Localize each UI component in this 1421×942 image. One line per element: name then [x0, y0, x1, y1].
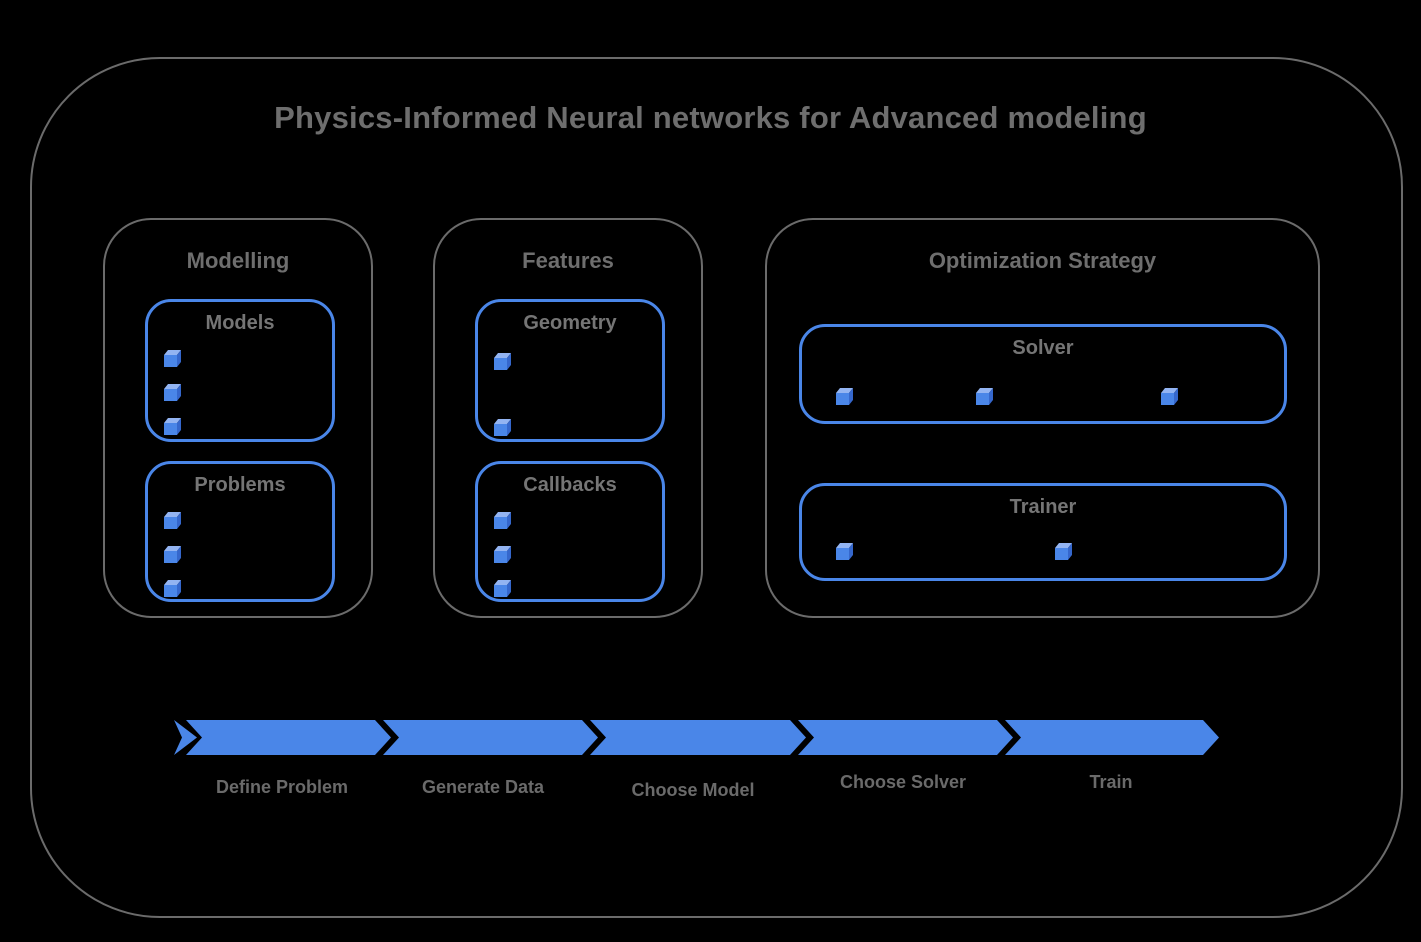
- page-title: Physics-Informed Neural networks for Adv…: [274, 100, 1147, 135]
- cube-icon: [163, 579, 181, 597]
- cube-list: [493, 511, 511, 597]
- cube-list: [802, 486, 1284, 578]
- cube-list: [163, 349, 181, 435]
- group-callbacks-title: Callbacks: [523, 474, 617, 496]
- group-trainer-title: Trainer: [1009, 496, 1077, 518]
- cube-icon: [493, 352, 511, 370]
- group-solver-title: Solver: [1012, 337, 1074, 359]
- cube-icon: [835, 542, 853, 560]
- cube-icon: [163, 545, 181, 563]
- workflow-step-label-train: Train: [1089, 772, 1133, 792]
- cube-icon: [493, 579, 511, 597]
- cube-icon: [163, 511, 181, 529]
- workflow-arrow: [174, 720, 1219, 755]
- group-models-title: Models: [205, 312, 275, 334]
- cube-icon: [163, 349, 181, 367]
- group-problems-title: Problems: [194, 474, 286, 496]
- section-modelling: Modelling Models Problems: [103, 218, 373, 618]
- section-optimization-strategy-title: Optimization Strategy: [928, 248, 1157, 273]
- group-solver: Solver: [799, 324, 1287, 424]
- cube-icon: [975, 387, 993, 405]
- workflow-arrow-start-chevron: [174, 720, 197, 755]
- group-geometry: Geometry: [475, 299, 665, 442]
- workflow-arrow-segment: [1005, 720, 1219, 755]
- group-geometry-title: Geometry: [523, 312, 617, 334]
- cube-icon: [835, 387, 853, 405]
- diagram-outer-border: [30, 57, 1403, 918]
- group-models: Models: [145, 299, 335, 442]
- group-trainer: Trainer: [799, 483, 1287, 581]
- section-modelling-title: Modelling: [186, 248, 290, 273]
- cube-icon: [493, 511, 511, 529]
- workflow-step-label-generate-data: Generate Data: [421, 777, 545, 797]
- cube-icon: [493, 418, 511, 436]
- group-problems: Problems: [145, 461, 335, 602]
- group-callbacks: Callbacks: [475, 461, 665, 602]
- cube-list: [802, 327, 1284, 421]
- cube-list: [493, 352, 511, 436]
- workflow-arrow-segment: [590, 720, 806, 755]
- cube-icon: [1054, 542, 1072, 560]
- workflow-arrow-segment: [383, 720, 598, 755]
- cube-icon: [493, 545, 511, 563]
- workflow-step-label-choose-solver: Choose Solver: [839, 772, 967, 792]
- cube-icon: [163, 417, 181, 435]
- section-features: Features Geometry Callbacks: [433, 218, 703, 618]
- workflow-step-label-choose-model: Choose Model: [631, 780, 755, 800]
- cube-list: [163, 511, 181, 597]
- workflow-arrow-segment: [186, 720, 391, 755]
- section-features-title: Features: [522, 248, 614, 273]
- cube-icon: [1160, 387, 1178, 405]
- section-optimization-strategy: Optimization Strategy Solver Trainer: [765, 218, 1320, 618]
- cube-icon: [163, 383, 181, 401]
- workflow-arrow-segment: [798, 720, 1013, 755]
- workflow-step-label-define-problem: Define Problem: [215, 777, 349, 797]
